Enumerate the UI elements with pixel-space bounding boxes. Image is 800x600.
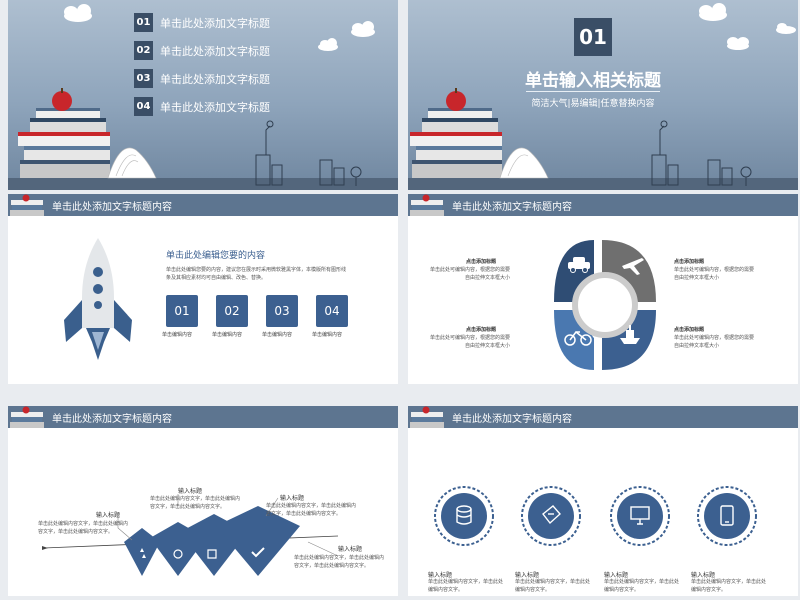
step-card-label: 单击编辑内容 <box>312 332 343 338</box>
cover-slide-section[interactable]: 01 单击输入相关标题 简洁大气|易编辑|任意替换内容 <box>408 0 798 190</box>
cloud-icon <box>699 3 796 50</box>
slide-title[interactable]: 单击此处添加文字标题内容 <box>452 414 572 425</box>
airplane-icon <box>622 258 644 275</box>
city-sketch <box>651 120 752 186</box>
section-number-badge: 01 <box>574 18 612 56</box>
book-stack-icon <box>10 194 44 216</box>
step-card-label: 单击编辑内容 <box>162 332 193 338</box>
ring-item-title[interactable]: 点击添加标题 <box>466 259 497 265</box>
step-card-label: 单击编辑内容 <box>262 332 293 338</box>
step-card-4[interactable]: 04 <box>316 295 348 327</box>
drops-icon <box>140 548 146 558</box>
divider <box>526 91 660 92</box>
ring-item-body[interactable]: 单击此处可编辑内容，根据您的需要自由拉伸文本框大小 <box>430 335 511 349</box>
monitor-icon <box>630 506 650 525</box>
car-icon <box>568 257 590 273</box>
ring-diagram <box>554 240 656 370</box>
arrow-item-title[interactable]: 输入标题 <box>338 546 363 553</box>
toc-number: 01 <box>134 13 153 32</box>
toc-item-1[interactable]: 单击此处添加文字标题 <box>160 17 270 30</box>
arrow-item-title[interactable]: 输入标题 <box>96 512 121 519</box>
slide-header-bar <box>408 406 798 428</box>
circle-icons-row <box>434 486 757 546</box>
step-card-1[interactable]: 01 <box>166 295 198 327</box>
ring-item-body[interactable]: 单击此处可编辑内容，根据您的需要自由拉伸文本框大小 <box>430 267 511 281</box>
open-book-icon <box>107 147 157 179</box>
ring-item-title[interactable]: 点击添加标题 <box>674 327 705 333</box>
circle-item <box>610 486 670 546</box>
step-card-2[interactable]: 02 <box>216 295 248 327</box>
slide-header-bar <box>8 406 398 428</box>
circle-item <box>434 486 494 546</box>
cover-slide-toc[interactable]: 01 单击此处添加文字标题 02 单击此处添加文字标题 03 单击此处添加文字标… <box>8 0 398 190</box>
slide-header-bar <box>408 194 798 216</box>
rocket-slide[interactable]: 单击此处添加文字标题内容 单击此处编辑您要的内容 单击此处编辑您要的内容，建议您… <box>8 194 398 384</box>
toc-item-3[interactable]: 单击此处添加文字标题 <box>160 73 270 86</box>
book-stack-icon <box>410 194 444 216</box>
book-stack-icon <box>10 406 44 428</box>
section-title[interactable]: 单击输入相关标题 <box>525 71 661 91</box>
circle-item-title[interactable]: 输入标题 <box>604 572 629 579</box>
ring-item-body[interactable]: 单击此处可编辑内容，根据您的需要自由拉伸文本框大小 <box>674 335 755 349</box>
arrow-process-diagram <box>42 494 339 576</box>
apple-icon <box>52 88 72 111</box>
tablet-icon <box>720 505 734 526</box>
step-card-label: 单击编辑内容 <box>212 332 243 338</box>
city-sketch <box>255 120 362 186</box>
link-icon <box>207 549 217 559</box>
arrow-item-title[interactable]: 输入标题 <box>178 488 203 495</box>
circle-item-title[interactable]: 输入标题 <box>515 572 540 579</box>
bicycle-icon <box>564 330 592 346</box>
slide-header-bar <box>8 194 398 216</box>
arrow-item-body[interactable]: 单击此处编辑内容文字，单击此处编辑内容文字，单击此处编辑内容文字。 <box>266 503 357 517</box>
ring-item-title[interactable]: 点击添加标题 <box>466 327 497 333</box>
toc-item-4[interactable]: 单击此处添加文字标题 <box>160 101 270 114</box>
arrow-item-title[interactable]: 输入标题 <box>280 495 305 502</box>
ticket-icon <box>542 505 561 525</box>
slide-title[interactable]: 单击此处添加文字标题内容 <box>52 414 172 425</box>
circle-item <box>521 486 581 546</box>
ring-segment <box>602 240 656 302</box>
cover-illustration <box>8 4 398 190</box>
circle-item <box>697 486 757 546</box>
apple-icon <box>446 88 466 111</box>
book-stack-icon <box>410 406 444 428</box>
content-body[interactable]: 单击此处编辑您要的内容，建议您在展示时采用微软雅黑字体，本模版所有图形线条及其相… <box>166 267 347 281</box>
ship-icon <box>620 325 640 344</box>
process-step-4 <box>216 506 300 576</box>
ring-item-title[interactable]: 点击添加标题 <box>674 259 705 265</box>
circle-item-body[interactable]: 单击此处编辑内容文字，单击此处编辑内容文字。 <box>691 579 767 593</box>
rocket-icon <box>64 238 132 360</box>
open-book-icon <box>499 147 549 179</box>
circle-item-body[interactable]: 单击此处编辑内容文字，单击此处编辑内容文字。 <box>515 579 591 593</box>
circle-item-body[interactable]: 单击此处编辑内容文字，单击此处编辑内容文字。 <box>604 579 680 593</box>
circle-item-title[interactable]: 输入标题 <box>691 572 716 579</box>
slide-title[interactable]: 单击此处添加文字标题内容 <box>452 202 572 213</box>
ring-item-body[interactable]: 单击此处可编辑内容，根据您的需要自由拉伸文本框大小 <box>674 267 755 281</box>
ring-slide[interactable]: 单击此处添加文字标题内容 点击添加标题 单击此处可编辑内容，根据您的需要自由拉伸… <box>408 194 798 384</box>
toc-number: 03 <box>134 69 153 88</box>
arrow-item-body[interactable]: 单击此处编辑内容文字，单击此处编辑内容文字，单击此处编辑内容文字。 <box>38 521 129 535</box>
circle-item-title[interactable]: 输入标题 <box>428 572 453 579</box>
circle-item-body[interactable]: 单击此处编辑内容文字，单击此处编辑内容文字。 <box>428 579 504 593</box>
cloud-icon <box>64 4 375 51</box>
database-icon <box>456 505 472 525</box>
circle-slide[interactable]: 单击此处添加文字标题内容 输入标题 单 <box>408 406 798 596</box>
arrow-item-body[interactable]: 单击此处编辑内容文字，单击此处编辑内容文字，单击此处编辑内容文字。 <box>294 555 385 569</box>
sun-icon <box>173 549 183 559</box>
slide-title[interactable]: 单击此处添加文字标题内容 <box>52 202 172 213</box>
book-stack-icon <box>18 108 110 178</box>
arrow-item-body[interactable]: 单击此处编辑内容文字，单击此处编辑内容文字，单击此处编辑内容文字。 <box>150 496 241 510</box>
cover-illustration <box>408 3 798 190</box>
arrow-slide[interactable]: 单击此处添加文字标题内容 输入标题 单击此处编辑内容文字，单击此处编辑内容文字，… <box>8 406 398 596</box>
step-card-3[interactable]: 03 <box>266 295 298 327</box>
toc-item-2[interactable]: 单击此处添加文字标题 <box>160 45 270 58</box>
book-stack-icon <box>410 108 502 178</box>
toc-number: 04 <box>134 97 153 116</box>
section-subtitle[interactable]: 简洁大气|易编辑|任意替换内容 <box>531 99 655 109</box>
content-heading[interactable]: 单击此处编辑您要的内容 <box>166 251 266 261</box>
toc-number: 02 <box>134 41 153 60</box>
check-icon <box>251 547 265 558</box>
